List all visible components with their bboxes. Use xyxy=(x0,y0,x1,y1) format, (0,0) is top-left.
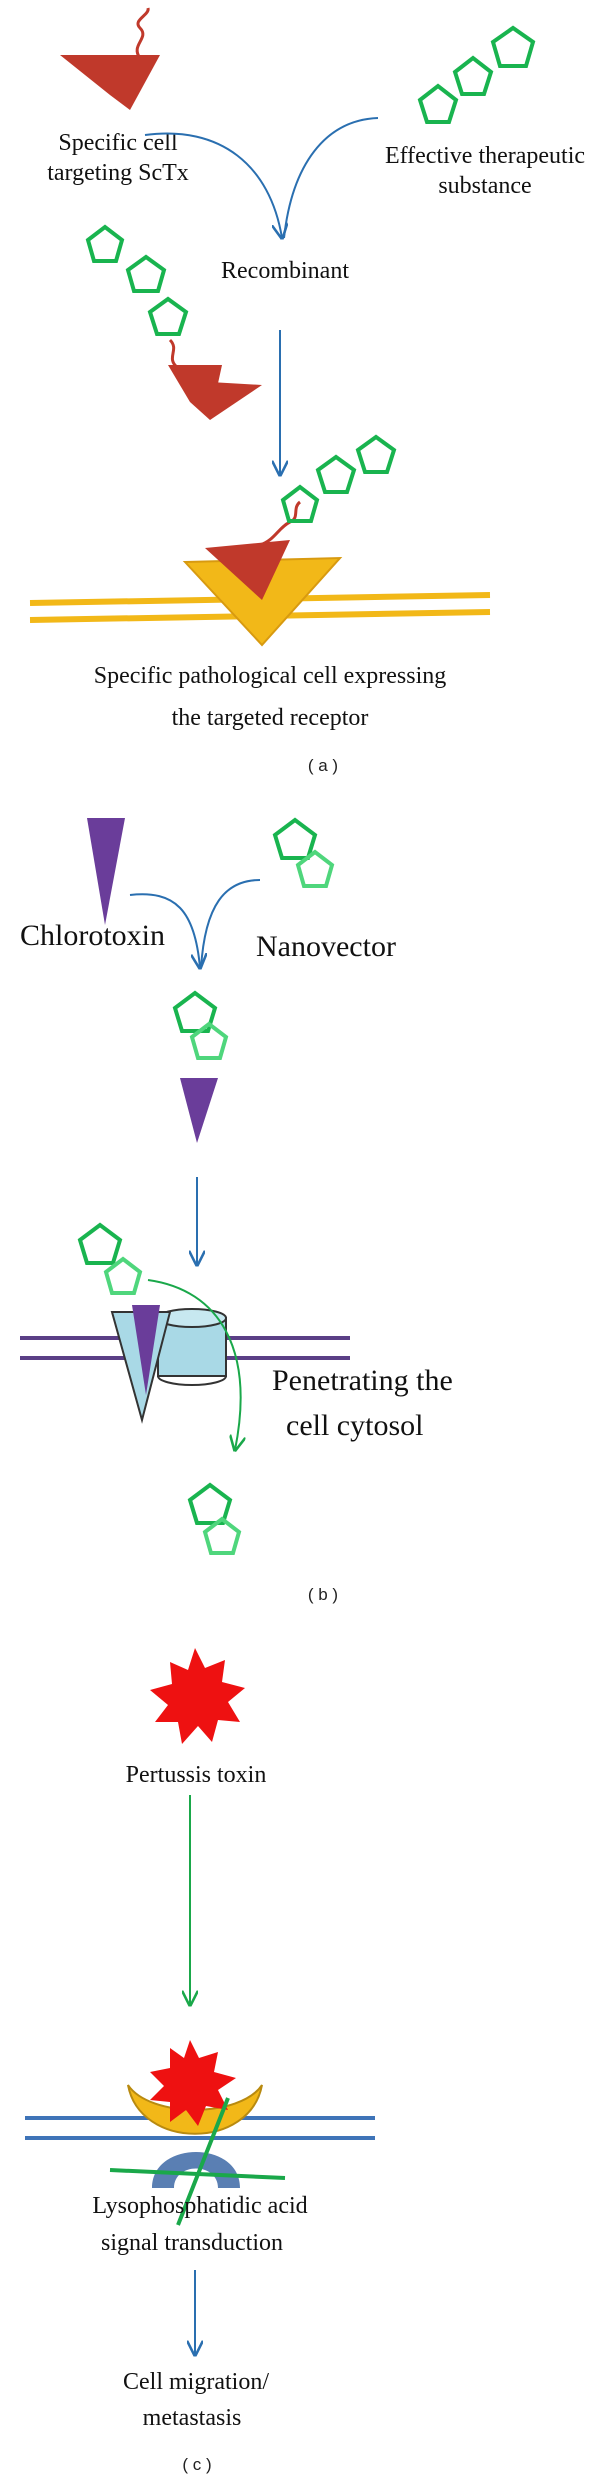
therapeutic-label-line1: Effective therapeutic xyxy=(385,143,585,169)
bound-complex-icon xyxy=(205,434,397,600)
therapeutic-label-line2: substance xyxy=(438,173,531,199)
pertussis-toxin-label: Pertussis toxin xyxy=(126,1762,267,1788)
penetration-arrow xyxy=(147,1279,241,1450)
caption-c: ( c ) xyxy=(182,2455,211,2474)
caption-a: ( a ) xyxy=(308,756,338,775)
panel-c: Pertussis toxin Lysophosphatidic acid si… xyxy=(25,1648,375,2474)
lpa-label-line2: signal transduction xyxy=(101,2230,283,2256)
inhibition-x-line2 xyxy=(176,2097,230,2226)
lpa-receptor-icon xyxy=(127,2084,263,2135)
caption-b: ( b ) xyxy=(308,1585,338,1604)
nanovector-icon xyxy=(272,817,335,888)
recombinant-label: Recombinant xyxy=(221,258,349,284)
g-protein-icon xyxy=(152,2152,240,2188)
panel-b: Chlorotoxin Nanovector xyxy=(20,817,453,1604)
outcome-label-line1: Cell migration/ xyxy=(123,2369,269,2395)
sctx-toxin-icon xyxy=(60,7,160,110)
cytosol-nanovector-icon xyxy=(187,1482,242,1555)
penetrating-label-line1: Penetrating the xyxy=(272,1364,453,1397)
pertussis-toxin-icon xyxy=(150,1648,245,1744)
pathological-cell-label-line1: Specific pathological cell expressing xyxy=(94,663,447,689)
bound-chlorotoxin-icon xyxy=(110,1305,172,1424)
entering-nanovector-icon xyxy=(77,1222,143,1295)
targeting-label-line2: targeting ScTx xyxy=(47,160,189,186)
nanovector-converge-arrow xyxy=(200,879,261,969)
nanovector-label: Nanovector xyxy=(256,930,396,963)
chlorotoxin-label: Chlorotoxin xyxy=(20,919,165,952)
panel-a: Specific cell targeting ScTx Effective t… xyxy=(29,7,585,775)
pathological-cell-label-line2: the targeted receptor xyxy=(172,705,369,731)
therapeutic-substance-icon xyxy=(417,25,536,124)
penetrating-label-line2: cell cytosol xyxy=(286,1409,423,1442)
converge-arrow-left xyxy=(144,132,282,238)
outcome-label-line2: metastasis xyxy=(143,2405,242,2431)
converge-arrow-right xyxy=(283,117,379,239)
recombinant-molecule-icon xyxy=(85,224,262,420)
bound-pertussis-toxin-icon xyxy=(150,2040,236,2126)
chlorotoxin-converge-arrow xyxy=(129,893,200,968)
chlorotoxin-nanovector-conjugate-icon xyxy=(172,990,229,1143)
chlorotoxin-icon xyxy=(87,818,125,925)
lpa-label-line1: Lysophosphatidic acid xyxy=(92,2193,307,2219)
